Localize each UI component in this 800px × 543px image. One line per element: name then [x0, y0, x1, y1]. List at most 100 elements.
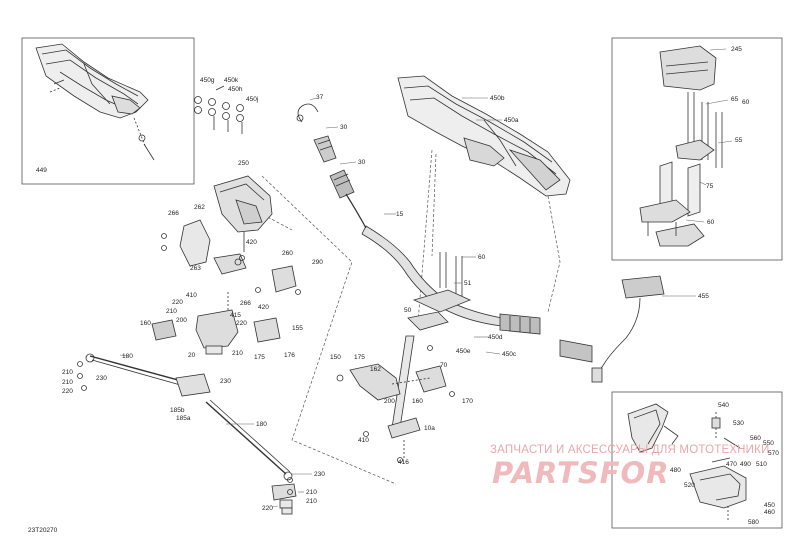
callout-light-7: 490 [740, 461, 751, 468]
fasteners [77, 233, 455, 495]
callout-riser-2: 60 [742, 99, 750, 106]
callout-23: 266 [240, 300, 251, 307]
studs-60 [407, 252, 472, 331]
callout-44: 210 [62, 369, 73, 376]
handguard-450a [397, 75, 571, 197]
callout-54: 10a [424, 425, 435, 432]
callout-8: 450a [504, 117, 519, 124]
mount-263 [213, 253, 247, 275]
callout-55: 416 [398, 459, 409, 466]
callout-46: 220 [62, 388, 73, 395]
callout-light-5: 480 [670, 467, 681, 474]
callout-41: 455 [698, 293, 709, 300]
callout-35: 450d [488, 334, 503, 341]
callout-light-11: 460 [764, 509, 775, 516]
callout-43: 230 [96, 375, 107, 382]
light-kit-drawing [627, 403, 747, 520]
callout-42: 180 [122, 353, 133, 360]
callout-15: 260 [282, 250, 293, 257]
callout-37: 150 [330, 354, 341, 361]
tie-rod-180-upper [85, 353, 211, 397]
callout-16: 290 [312, 259, 323, 266]
callout-49: 185a [176, 415, 191, 422]
watermark-logo: PARTSFOR [492, 456, 670, 490]
callout-52: 170 [462, 398, 473, 405]
inset-frame-handguard [21, 37, 195, 185]
callout-10: 15 [396, 211, 404, 218]
steering-column-10a [387, 335, 421, 458]
callout-4: 37 [316, 94, 324, 101]
leader-lines [119, 48, 733, 508]
callout-riser-5: 60 [707, 219, 715, 226]
bolt-set-450 [194, 85, 244, 134]
callout-17: 60 [478, 254, 486, 261]
callout-24: 420 [258, 304, 269, 311]
bracket-260 [271, 265, 297, 293]
callout-33: 50 [404, 307, 412, 314]
callout-light-2: 560 [750, 435, 761, 442]
callout-21: 210 [166, 308, 177, 315]
callout-45: 210 [62, 379, 73, 386]
handguard-kit-drawing [35, 43, 155, 161]
callout-labels: 449 245 65 60 55 75 60 540 530 560 550 5… [36, 46, 779, 526]
callout-58: 210 [306, 489, 317, 496]
callout-53: 410 [358, 437, 369, 444]
column-support-175 [336, 363, 447, 401]
callout-3: 450j [246, 96, 258, 103]
callout-6: 30 [358, 159, 366, 166]
callout-51: 160 [412, 398, 423, 405]
callout-34: 450e [456, 348, 471, 355]
callout-light-6: 470 [726, 461, 737, 468]
callout-2: 450h [228, 86, 243, 93]
callout-riser-0: 245 [731, 46, 742, 53]
callout-5: 30 [340, 124, 348, 131]
callout-1: 450k [224, 77, 239, 84]
callout-59: 210 [306, 498, 317, 505]
callout-14: 263 [190, 265, 201, 272]
callout-20: 220 [172, 299, 183, 306]
grip-right [499, 313, 541, 335]
callout-light-3: 550 [763, 440, 774, 447]
callout-22: 200 [176, 317, 187, 324]
callout-25: 415 [230, 312, 241, 319]
callout-31: 176 [284, 352, 295, 359]
throttle-cable-37 [296, 103, 319, 123]
callout-11: 262 [194, 204, 205, 211]
callout-light-8: 510 [756, 461, 767, 468]
callout-18: 51 [464, 280, 472, 287]
callout-449: 449 [36, 167, 47, 174]
callout-32: 175 [254, 354, 265, 361]
riser-kit-drawing [639, 45, 723, 247]
callout-39: 162 [370, 366, 381, 373]
callout-19: 410 [186, 292, 197, 299]
callout-38: 175 [354, 354, 365, 361]
callout-47: 230 [220, 378, 231, 385]
grip-30-upper [313, 135, 337, 163]
callout-60: 220 [262, 505, 273, 512]
callout-13: 420 [246, 239, 257, 246]
callout-50: 200 [384, 398, 395, 405]
callout-28: 160 [140, 320, 151, 327]
brake-block-415 [151, 292, 281, 355]
callout-36: 450c [502, 351, 517, 358]
callout-26: 220 [236, 320, 247, 327]
watermark-tagline: ЗАПЧАСТИ И АКСЕССУАРЫ ДЛЯ МОТОТЕХНИКИ [490, 444, 770, 456]
callout-40: 70 [440, 362, 448, 369]
callout-12: 266 [168, 210, 179, 217]
diagram-code: 23T20270 [28, 527, 58, 534]
callout-7: 450b [490, 95, 505, 102]
callout-9: 250 [238, 160, 249, 167]
callout-48: 185b [170, 407, 185, 414]
callout-riser-1: 65 [731, 96, 739, 103]
heated-grip-harness-455 [559, 275, 665, 383]
callout-light-10: 450 [764, 502, 775, 509]
callout-56: 180 [256, 421, 267, 428]
callout-27: 155 [292, 325, 303, 332]
callout-30: 20 [188, 352, 196, 359]
callout-light-4: 570 [768, 450, 779, 457]
callout-29: 210 [232, 350, 243, 357]
callout-57: 230 [314, 471, 325, 478]
callout-light-0: 540 [718, 402, 729, 409]
